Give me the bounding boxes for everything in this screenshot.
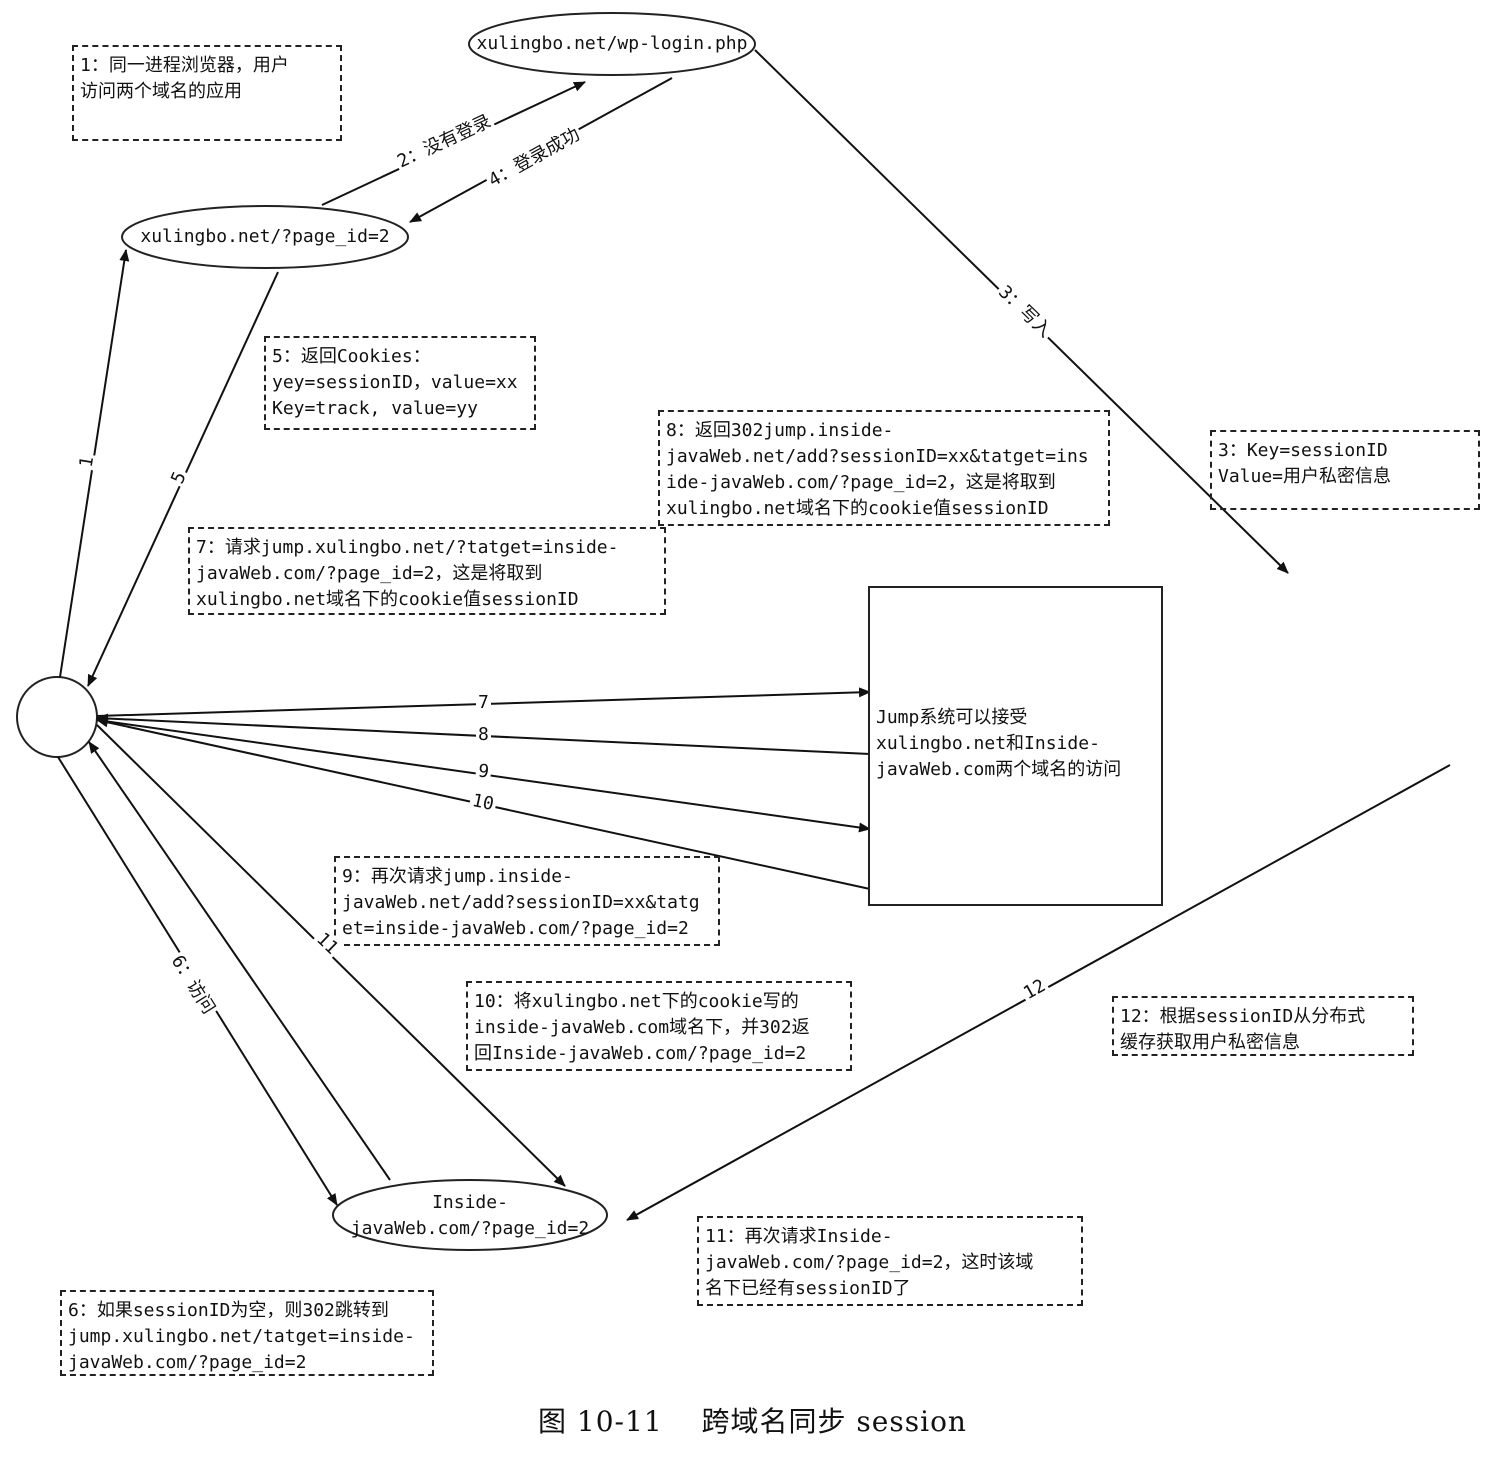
node-inside-javaweb (332, 1179, 608, 1251)
note-1: 1：同一进程浏览器，用户 访问两个域名的应用 (72, 45, 342, 141)
edge-8-label: 8 (476, 724, 491, 745)
edge-9-label: 9 (474, 760, 493, 783)
note-11: 11：再次请求Inside- javaWeb.com/?page_id=2，这时… (697, 1216, 1083, 1306)
edge-6-return (88, 741, 391, 1181)
node-page-id (121, 205, 409, 269)
note-12: 12：根据sessionID从分布式 缓存获取用户私密信息 (1112, 996, 1414, 1056)
jump-system-box (868, 586, 1163, 906)
node-browser (16, 676, 98, 758)
note-5: 5：返回Cookies： yey=sessionID，value=xx Key=… (264, 336, 536, 430)
figure-caption: 图 10-11 跨域名同步 session (538, 1405, 967, 1438)
node-wp-login-label: xulingbo.net/wp-login.php (476, 33, 748, 54)
node-inside-label-2: javaWeb.com/?page_id=2 (350, 1218, 590, 1239)
note-6: 6：如果sessionID为空，则302跳转到 jump.xulingbo.ne… (60, 1290, 434, 1376)
node-page-id-label: xulingbo.net/?page_id=2 (140, 226, 390, 247)
edge-7-label: 7 (476, 692, 491, 713)
note-10: 10：将xulingbo.net下的cookie写的 inside-javaWe… (466, 981, 852, 1071)
note-8: 8：返回302jump.inside- javaWeb.net/add?sess… (658, 410, 1110, 526)
node-inside-label-1: Inside- (432, 1192, 508, 1213)
note-9: 9：再次请求jump.inside- javaWeb.net/add?sessi… (334, 856, 720, 946)
jump-system-label: Jump系统可以接受 xulingbo.net和Inside- javaWeb.… (876, 707, 1122, 780)
note-3: 3：Key=sessionID Value=用户私密信息 (1210, 430, 1480, 510)
note-7: 7：请求jump.xulingbo.net/?tatget=inside- ja… (188, 527, 666, 615)
node-wp-login (468, 12, 756, 76)
edge-1-label: 1 (75, 453, 99, 471)
